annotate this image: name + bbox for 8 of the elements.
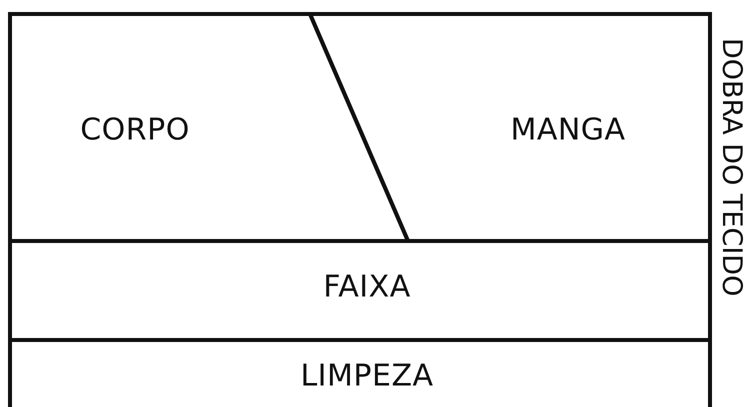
region-label: CORPO — [80, 112, 190, 148]
region-label: FAIXA — [323, 270, 411, 304]
region-label: MANGA — [510, 112, 626, 148]
waste-area-region — [10, 340, 710, 407]
pattern-piece-region — [10, 241, 710, 340]
fold-label: DOBRA DO TECIDO — [716, 38, 747, 296]
region-label: LIMPEZA — [300, 358, 434, 394]
pattern-piece-region — [310, 14, 710, 241]
